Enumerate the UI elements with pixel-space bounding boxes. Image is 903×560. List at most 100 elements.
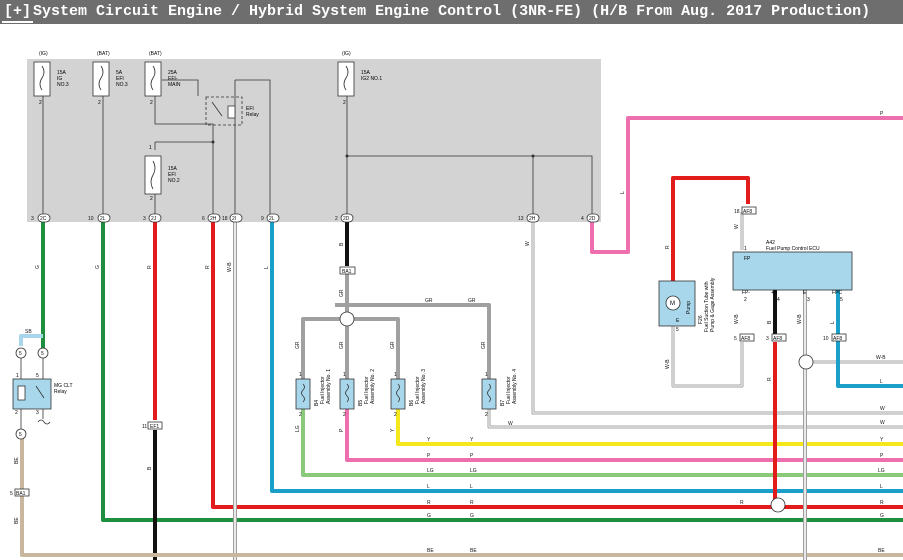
mg-clt-relay: 5 5 1 5 MG CLT Relay 2 3 5 <box>12 347 73 440</box>
svg-text:18: 18 <box>734 209 740 215</box>
svg-text:Relay: Relay <box>54 389 67 395</box>
svg-text:Assembly No. 4: Assembly No. 4 <box>512 369 518 404</box>
wire-y <box>396 409 903 446</box>
svg-text:AF8: AF8 <box>743 209 752 215</box>
svg-text:1: 1 <box>343 372 346 378</box>
wire-r-pump <box>671 176 750 289</box>
svg-text:W: W <box>734 224 740 229</box>
svg-text:Relay: Relay <box>246 112 259 118</box>
svg-text:P: P <box>339 428 345 432</box>
svg-text:2I: 2I <box>232 216 236 222</box>
svg-text:W-B: W-B <box>797 314 803 324</box>
fuel-injector-2: 1 2 B5 Fuel Injector Assembly No. 2 <box>339 369 376 418</box>
svg-text:5: 5 <box>41 351 44 357</box>
wire-l-main <box>270 218 903 493</box>
svg-text:Assembly No. 3: Assembly No. 3 <box>421 369 427 404</box>
svg-text:11: 11 <box>142 424 147 430</box>
svg-text:P: P <box>427 453 431 459</box>
svg-text:G: G <box>427 513 431 519</box>
svg-text:1: 1 <box>744 246 747 252</box>
fuse-efi-no3: (BAT) 5A EFI NO.3 2 <box>92 51 128 106</box>
svg-text:Fuel Injector: Fuel Injector <box>364 376 370 404</box>
svg-text:Y: Y <box>470 437 474 443</box>
svg-text:BE: BE <box>878 548 885 554</box>
splice-wb <box>798 354 814 370</box>
svg-text:3: 3 <box>31 216 34 222</box>
wire-wb-pump <box>671 326 744 388</box>
svg-text:W: W <box>880 420 885 426</box>
page-title: System Circuit Engine / Hybrid System En… <box>33 3 871 20</box>
wire-l-ecu <box>836 290 903 388</box>
wire-w-main <box>531 218 903 415</box>
svg-text:NO.3: NO.3 <box>57 82 69 88</box>
svg-text:G: G <box>95 265 101 269</box>
svg-text:M: M <box>670 301 675 307</box>
svg-text:15A: 15A <box>168 166 178 172</box>
wire-gr-inj1 <box>301 317 340 379</box>
svg-text:NO.3: NO.3 <box>116 82 128 88</box>
svg-text:Y: Y <box>880 437 884 443</box>
wire-labels: G G R R W-B L B GR W L P SB BE BE B GR G… <box>14 111 886 554</box>
svg-text:5A: 5A <box>116 70 123 76</box>
svg-text:LG: LG <box>470 468 477 474</box>
svg-text:W-B: W-B <box>665 359 671 369</box>
svg-text:2: 2 <box>150 100 153 106</box>
svg-text:B7: B7 <box>500 400 506 406</box>
wire-g-main <box>101 218 903 522</box>
svg-text:15A: 15A <box>361 70 371 76</box>
svg-text:R: R <box>470 500 474 506</box>
svg-text:Assembly No. 1: Assembly No. 1 <box>326 369 332 404</box>
svg-text:2: 2 <box>299 412 302 418</box>
svg-text:R: R <box>205 265 211 269</box>
circuit-diagram: (IG) 15A IG NO.3 2 (BAT) 5A EFI NO.3 2 (… <box>10 51 903 560</box>
svg-text:4: 4 <box>581 216 584 222</box>
svg-text:P: P <box>880 111 884 117</box>
svg-text:L: L <box>880 484 883 490</box>
svg-text:1: 1 <box>149 145 152 151</box>
svg-text:IG: IG <box>57 76 62 82</box>
svg-text:2J: 2J <box>151 216 157 222</box>
svg-text:(BAT): (BAT) <box>149 51 162 57</box>
svg-text:Fuel Pump Control ECU: Fuel Pump Control ECU <box>766 246 820 252</box>
splice-r <box>770 497 786 513</box>
svg-text:P: P <box>880 453 884 459</box>
svg-text:W-B: W-B <box>227 262 233 272</box>
svg-text:E: E <box>803 290 807 296</box>
svg-text:3: 3 <box>143 216 146 222</box>
svg-text:9: 9 <box>261 216 264 222</box>
svg-text:FP-: FP- <box>742 290 750 296</box>
expand-toggle[interactable]: [+] <box>2 3 34 23</box>
svg-text:F26: F26 <box>698 315 704 324</box>
wire-gr-right <box>335 303 491 379</box>
svg-text:2C: 2C <box>40 216 47 222</box>
svg-text:Y: Y <box>390 428 396 432</box>
fuel-injector-1: 1 2 B4 Fuel Injector Assembly No. 1 <box>295 369 332 418</box>
svg-text:2: 2 <box>343 412 346 418</box>
svg-text:W-B: W-B <box>876 355 886 361</box>
svg-text:5: 5 <box>36 373 39 379</box>
svg-text:BA1: BA1 <box>342 269 352 275</box>
svg-text:5: 5 <box>10 491 13 497</box>
svg-text:(IG): (IG) <box>39 51 48 57</box>
svg-text:W: W <box>508 421 513 427</box>
svg-text:G: G <box>35 265 41 269</box>
svg-text:3: 3 <box>766 336 769 342</box>
svg-text:Assembly No. 2: Assembly No. 2 <box>370 369 376 404</box>
svg-text:LG: LG <box>878 468 885 474</box>
svg-text:L: L <box>470 484 473 490</box>
svg-text:2: 2 <box>150 196 153 202</box>
svg-text:2H: 2H <box>529 216 536 222</box>
svg-text:GR: GR <box>425 298 433 304</box>
svg-text:EFI: EFI <box>246 106 254 112</box>
wire-sb <box>19 334 43 346</box>
svg-text:B6: B6 <box>409 400 415 406</box>
svg-text:2L: 2L <box>100 216 106 222</box>
svg-text:AF8: AF8 <box>741 336 750 342</box>
svg-text:MG CLT: MG CLT <box>54 383 73 389</box>
wire-gr-inj3 <box>354 317 400 379</box>
svg-text:2D: 2D <box>589 216 596 222</box>
svg-text:BE: BE <box>470 548 477 554</box>
svg-text:2: 2 <box>98 100 101 106</box>
svg-text:LG: LG <box>295 425 301 432</box>
